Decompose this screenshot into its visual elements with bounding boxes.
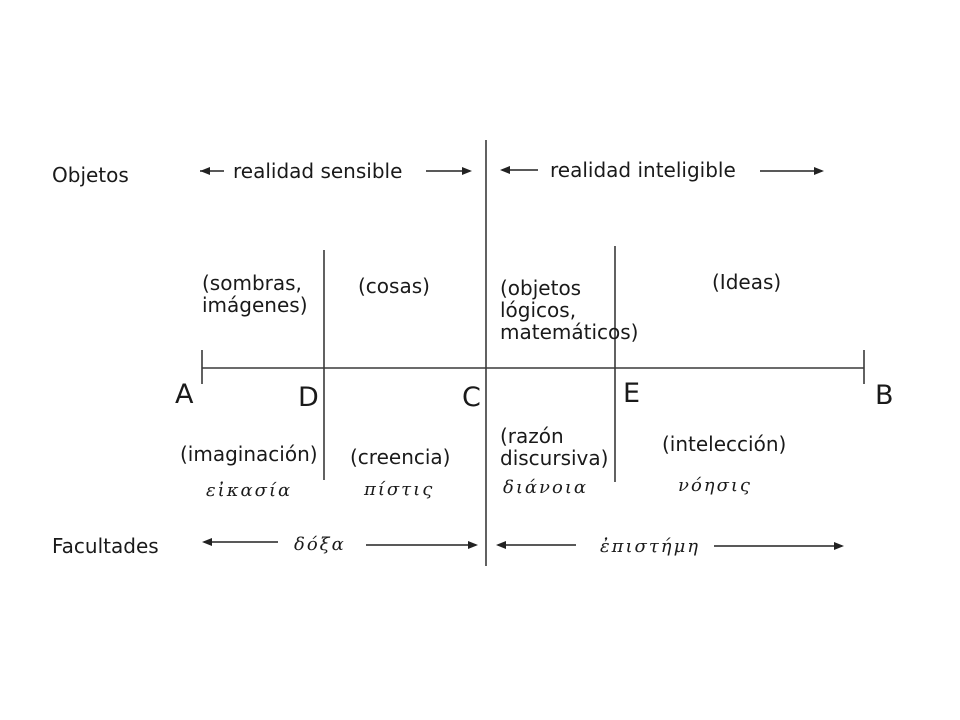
greek-dianoia: διάνοια [503,477,589,498]
point-c-label: C [462,382,481,413]
faculty-reasoning-label: (razón discursiva) [500,424,609,470]
arrow-intelligible-left-head [500,166,510,174]
greek-noesis: νόησις [678,475,752,496]
arrow-sensible-left-head [200,167,210,175]
greek-pistis: πίστις [364,479,435,500]
greek-eikasia: εἰκασία [206,480,293,501]
point-e-label: E [623,378,641,409]
object-things-label: (cosas) [358,274,430,298]
object-math-label: (objetos lógicos, matemáticos) [500,276,639,344]
greek-doxa: δόξα [294,534,346,555]
object-ideas-label: (Ideas) [712,270,782,294]
realm-intelligible-label: realidad inteligible [550,158,736,182]
object-shadows-label: (sombras, imágenes) [202,271,308,317]
faculty-belief-label: (creencia) [350,445,451,469]
arrow-doxa-left-head [202,538,212,546]
row-label-faculties: Facultades [52,534,159,558]
arrow-intelligible-right-head [814,167,824,175]
point-b-label: B [875,380,894,411]
faculty-imagination-label: (imaginación) [180,442,318,466]
point-a-label: A [175,379,194,410]
arrow-episteme-left-head [496,541,506,549]
greek-episteme: ἐπιστήμη [600,536,701,557]
arrow-doxa-right-head [468,541,478,549]
row-label-objects: Objetos [52,163,129,187]
arrow-sensible-right-head [462,167,472,175]
arrow-episteme-right-head [834,542,844,550]
realm-sensible-label: realidad sensible [233,159,403,183]
faculty-intellection-label: (intelección) [662,432,787,456]
point-d-label: D [298,382,319,413]
